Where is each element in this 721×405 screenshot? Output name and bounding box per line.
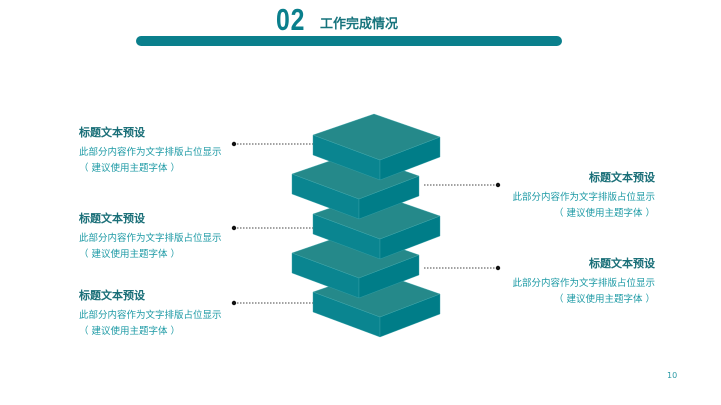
item-title: 标题文本预设: [589, 257, 655, 270]
item-title: 标题文本预设: [79, 289, 145, 302]
text-item-1: 标题文本预设 此部分内容作为文字排版占位显示 （ 建议使用主题字体 ）: [79, 126, 279, 177]
item-body: 此部分内容作为文字排版占位显示: [79, 147, 222, 158]
item-title: 标题文本预设: [79, 212, 145, 225]
item-body-note: （ 建议使用主题字体 ）: [79, 326, 181, 337]
connector-dot: [495, 265, 501, 271]
item-body: 此部分内容作为文字排版占位显示: [79, 233, 222, 244]
section-number: 02: [276, 2, 306, 37]
item-body: 此部分内容作为文字排版占位显示: [512, 192, 655, 203]
item-title: 标题文本预设: [79, 126, 145, 139]
section-title: 工作完成情况: [320, 17, 399, 32]
text-item-5: 标题文本预设 此部分内容作为文字排版占位显示 （ 建议使用主题字体 ）: [79, 289, 279, 340]
text-item-4: 标题文本预设 此部分内容作为文字排版占位显示 （ 建议使用主题字体 ）: [455, 257, 655, 308]
item-body: 此部分内容作为文字排版占位显示: [79, 310, 222, 321]
item-body-note: （ 建议使用主题字体 ）: [553, 208, 655, 219]
text-item-2: 标题文本预设 此部分内容作为文字排版占位显示 （ 建议使用主题字体 ）: [455, 171, 655, 222]
connector-dot: [231, 141, 237, 147]
title-bar: [136, 36, 562, 46]
item-title: 标题文本预设: [589, 171, 655, 184]
item-body: 此部分内容作为文字排版占位显示: [512, 278, 655, 289]
connector-dot: [231, 225, 237, 231]
connector-dot: [231, 300, 237, 306]
connector-dot: [495, 182, 501, 188]
page-number: 10: [667, 371, 678, 380]
item-body-note: （ 建议使用主题字体 ）: [79, 163, 181, 174]
item-body-note: （ 建议使用主题字体 ）: [79, 249, 181, 260]
block-top-face: [312, 113, 441, 161]
item-body-note: （ 建议使用主题字体 ）: [553, 294, 655, 305]
text-item-3: 标题文本预设 此部分内容作为文字排版占位显示 （ 建议使用主题字体 ）: [79, 212, 279, 263]
